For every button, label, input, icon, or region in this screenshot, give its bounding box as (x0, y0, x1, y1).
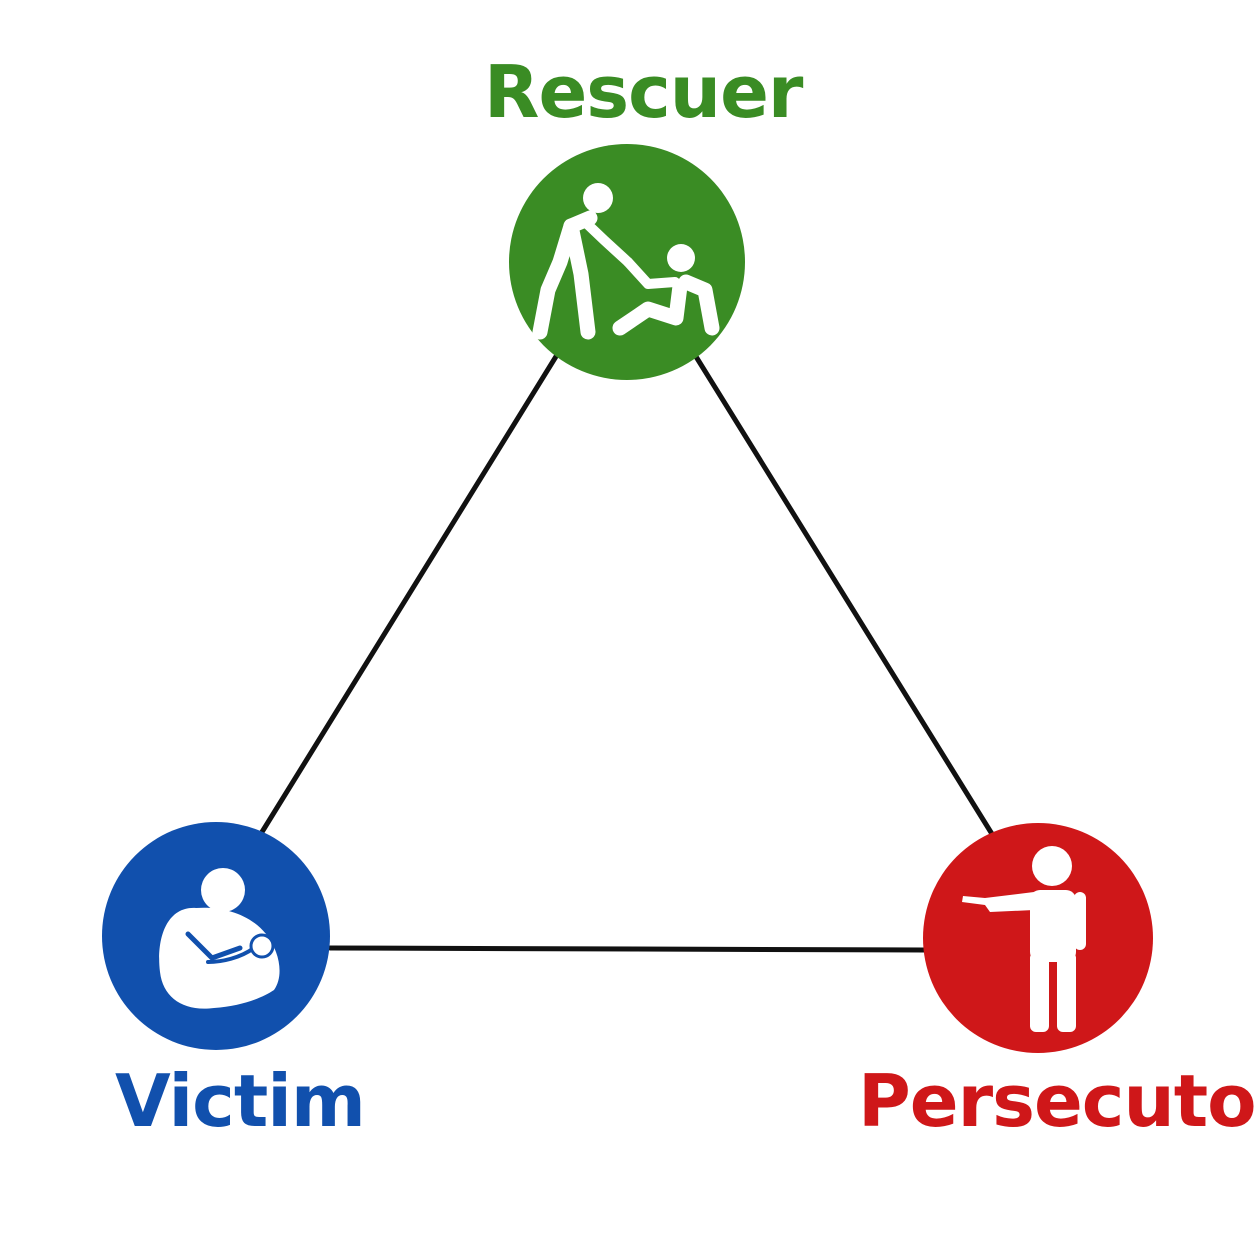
pointing-person-icon (962, 846, 1086, 1032)
helping-person-up-icon (532, 183, 720, 340)
victim-node (102, 822, 330, 1050)
edge-rescuer-persecutor (692, 352, 995, 837)
edge-rescuer-victim (259, 347, 563, 835)
triangle-edges (259, 347, 995, 953)
rescuer-node (509, 144, 745, 380)
persecutor-label: Persecutor (858, 1059, 1254, 1143)
edge-victim-persecutor (327, 945, 927, 953)
rescuer-label: Rescuer (484, 50, 803, 134)
victim-label: Victim (115, 1059, 366, 1143)
curled-up-person-icon (159, 868, 280, 1009)
persecutor-node (923, 823, 1153, 1053)
